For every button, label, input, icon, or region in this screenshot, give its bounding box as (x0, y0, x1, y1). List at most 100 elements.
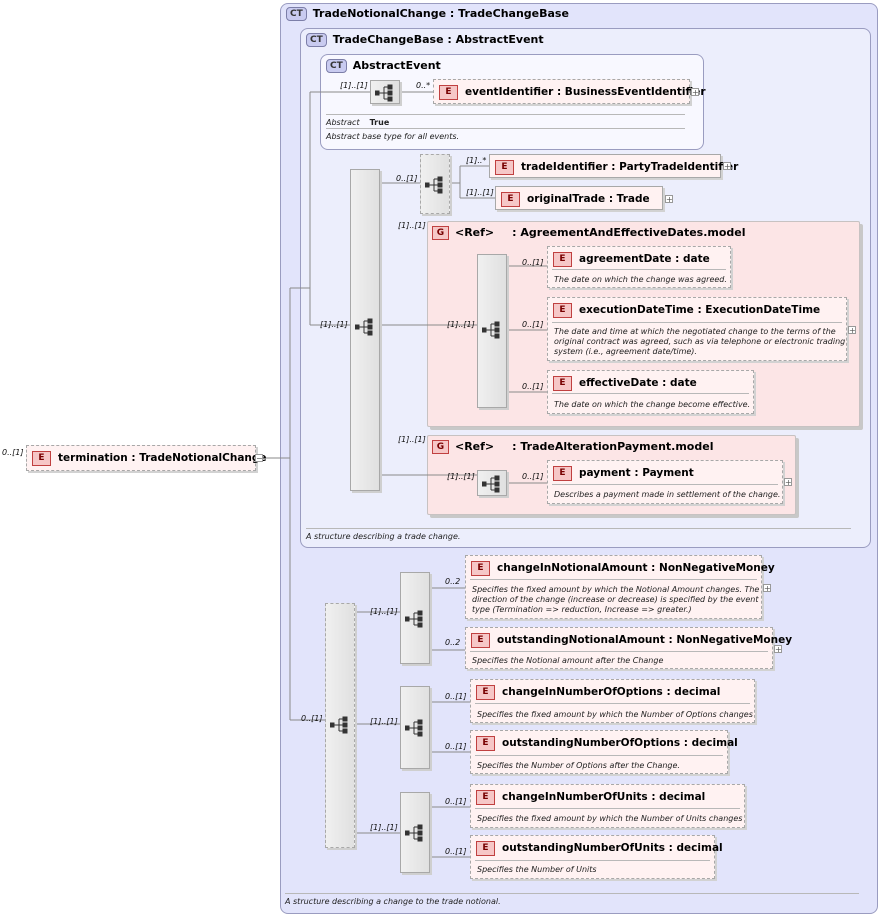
effective-date-label: effectiveDate : date (579, 377, 697, 389)
sequence-icon (405, 610, 423, 628)
element-icon: E (439, 85, 458, 100)
sequence-icon (482, 475, 500, 493)
abstract-attribute-value: True (369, 118, 390, 127)
choice-icon (425, 176, 443, 194)
outstanding-number-of-units-description: Specifies the Number of Units (477, 865, 597, 874)
expand-toggle[interactable]: + (665, 195, 673, 204)
original-trade-cardinality: [1]..[1] (466, 188, 494, 197)
root-cardinality: 0..[1] (2, 448, 24, 457)
expand-toggle[interactable]: + (723, 162, 731, 171)
element-icon: E (476, 685, 495, 700)
main-sequence-compositor[interactable] (350, 169, 380, 491)
notional-sequence-2[interactable] (400, 686, 430, 769)
expand-toggle[interactable]: + (691, 88, 699, 97)
complex-type-icon: CT (286, 7, 307, 21)
group-icon: G (432, 226, 449, 240)
ct-trade-notional-change-header: CT TradeNotionalChange : TradeChangeBase (286, 7, 569, 21)
effective-date-cardinality: 0..[1] (522, 382, 544, 391)
agreement-date-cardinality: 0..[1] (522, 258, 544, 267)
execution-date-time-description-line2: original contract was agreed, such as vi… (554, 337, 846, 346)
group-agreement-seq-cardinality: [1]..[1] (447, 320, 475, 329)
expand-toggle[interactable]: + (848, 326, 856, 335)
sequence-compositor[interactable] (370, 80, 400, 104)
ct-trade-notional-change-title: TradeNotionalChange : TradeChangeBase (312, 7, 569, 20)
change-in-notional-amount-label: changeInNotionalAmount : NonNegativeMone… (497, 562, 775, 574)
element-icon: E (471, 561, 490, 576)
element-icon: E (495, 160, 514, 175)
element-icon: E (476, 790, 495, 805)
element-icon: E (553, 252, 572, 267)
change-in-notional-amount-description-line2: direction of the change (increase or dec… (472, 595, 759, 604)
agreement-sequence-compositor[interactable] (477, 254, 507, 408)
execution-date-time-label: executionDateTime : ExecutionDateTime (579, 304, 821, 316)
payment-cardinality: 0..[1] (522, 472, 544, 481)
group-agreement-ref: <Ref> (455, 226, 495, 239)
group-payment-cardinality: [1]..[1] (398, 435, 426, 444)
notional-seq3-cardinality: [1]..[1] (370, 823, 398, 832)
choice-compositor[interactable] (420, 154, 450, 214)
expand-toggle[interactable]: + (763, 584, 771, 593)
element-icon: E (501, 192, 520, 207)
notional-seq2-cardinality: [1]..[1] (370, 717, 398, 726)
notional-seq1-cardinality: [1]..[1] (370, 607, 398, 616)
sequence-icon (375, 84, 393, 102)
element-icon: E (32, 451, 51, 466)
change-in-number-of-options-label: changeInNumberOfOptions : decimal (502, 686, 721, 698)
outstanding-notional-amount-cardinality: 0..2 (445, 638, 461, 647)
complex-type-icon: CT (306, 33, 327, 47)
group-payment-seq-cardinality: [1]..[1] (447, 472, 475, 481)
notional-sequence-1[interactable] (400, 572, 430, 664)
element-icon: E (476, 841, 495, 856)
choice-cardinality: 0..[1] (396, 174, 418, 183)
outstanding-number-of-units-label: outstandingNumberOfUnits : decimal (502, 842, 723, 854)
sequence-icon (405, 719, 423, 737)
notional-choice-compositor[interactable] (325, 603, 355, 848)
change-in-number-of-units-label: changeInNumberOfUnits : decimal (502, 791, 706, 803)
change-in-notional-amount-cardinality: 0..2 (445, 577, 461, 586)
outstanding-number-of-options-description: Specifies the Number of Options after th… (477, 761, 680, 770)
change-in-number-of-units-cardinality: 0..[1] (445, 797, 467, 806)
expand-toggle[interactable]: + (784, 478, 792, 487)
sequence-icon (405, 824, 423, 842)
group-icon: G (432, 440, 449, 454)
outstanding-number-of-units-cardinality: 0..[1] (445, 847, 467, 856)
element-icon: E (471, 633, 490, 648)
collapse-toggle[interactable]: − (255, 454, 263, 463)
trade-identifier-label: tradeIdentifier : PartyTradeIdentifier (521, 161, 739, 173)
complex-type-icon: CT (326, 59, 347, 73)
outstanding-notional-amount-label: outstandingNotionalAmount : NonNegativeM… (497, 634, 793, 646)
trade-identifier-cardinality: [1]..* (466, 156, 487, 165)
payment-description: Describes a payment made in settlement o… (554, 490, 781, 499)
group-agreement-cardinality: [1]..[1] (398, 221, 426, 230)
ct-trade-notional-change-footer: A structure describing a change to the t… (285, 897, 501, 906)
element-icon: E (553, 303, 572, 318)
original-trade-label: originalTrade : Trade (527, 193, 650, 205)
group-payment-ref: <Ref> (455, 440, 495, 453)
payment-sequence-compositor[interactable] (477, 470, 507, 496)
execution-date-time-description-line3: system (i.e., agreement date/time). (554, 347, 697, 356)
abstract-event-seq-cardinality: [1]..[1] (340, 81, 368, 90)
event-identifier-label: eventIdentifier : BusinessEventIdentifie… (465, 86, 706, 98)
event-identifier-cardinality: 0..* (416, 81, 431, 90)
notional-choice-cardinality: 0..[1] (301, 714, 323, 723)
notional-sequence-3[interactable] (400, 792, 430, 873)
expand-toggle[interactable]: + (774, 645, 782, 654)
group-payment-header: G<Ref>: TradeAlterationPayment.model (432, 440, 713, 454)
change-in-number-of-options-description: Specifies the fixed amount by which the … (477, 710, 753, 719)
